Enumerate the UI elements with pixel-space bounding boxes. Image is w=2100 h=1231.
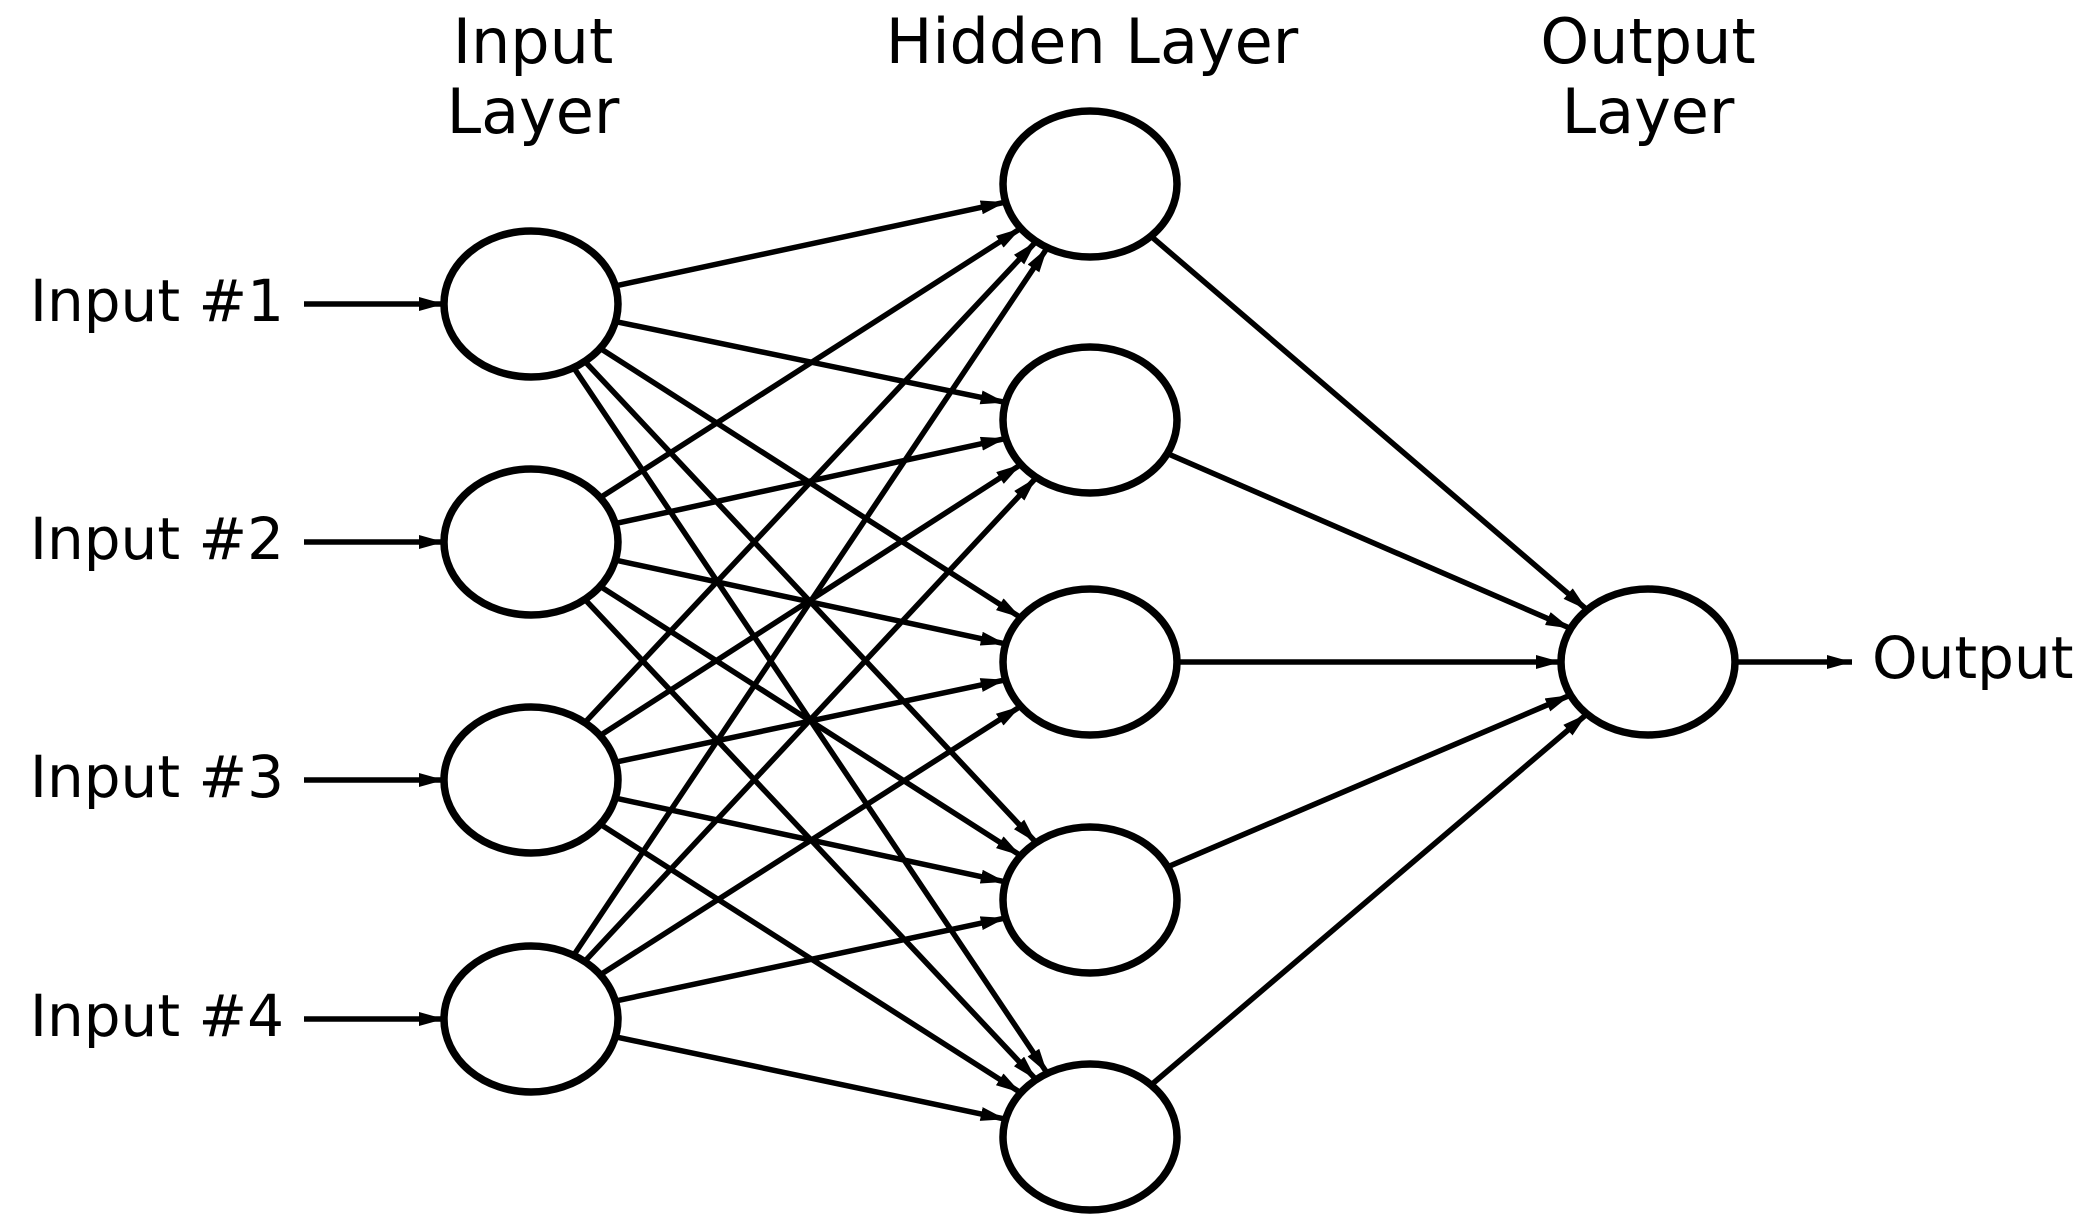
hidden-node-1 (999, 107, 1181, 261)
input-label-4: Input #4 (30, 982, 284, 1050)
input-label-1: Input #1 (30, 267, 284, 335)
edge-input-1-to-hidden-1 (614, 199, 1007, 289)
edge-input-4-to-hidden-3 (598, 703, 1023, 978)
hidden-node-3 (999, 585, 1181, 739)
input-node-1 (440, 227, 622, 381)
hidden-layer-header: Hidden Layer (886, 5, 1299, 78)
input-layer-header-line-2: Layer (447, 75, 620, 148)
edge-hidden-2-to-output-1 (1166, 450, 1572, 632)
edge-input-4-to-hidden-1 (571, 246, 1050, 957)
edge-hidden-1-to-output-1 (1149, 234, 1589, 612)
edge-input-4-to-hidden-4 (614, 915, 1007, 1004)
input-label-3: Input #3 (30, 743, 284, 811)
output-layer-header-line-2: Layer (1562, 75, 1735, 148)
hidden-node-5 (999, 1060, 1181, 1214)
hidden-node-4 (999, 823, 1181, 977)
input-layer-header-line-1: Input (453, 5, 614, 78)
hidden-layer-header-line-1: Hidden Layer (886, 5, 1299, 78)
output-node (1557, 585, 1739, 739)
edge-input-4-to-hidden-5 (614, 1034, 1007, 1122)
input-node-2 (440, 465, 622, 619)
edge-input-3-to-hidden-1 (582, 239, 1039, 725)
edge-input-2-to-hidden-1 (598, 225, 1023, 501)
edge-hidden-4-to-output-1 (1166, 692, 1572, 870)
input-label-2: Input #2 (30, 505, 284, 573)
edge-input-4-to-hidden-2 (582, 475, 1039, 964)
output-label: Output (1872, 624, 2073, 692)
output-layer-header-line-1: Output (1540, 5, 1755, 78)
hidden-node-2 (999, 343, 1181, 497)
input-node-3 (440, 703, 622, 857)
edge-hidden-5-to-output-1 (1149, 711, 1589, 1088)
input-node-4 (440, 942, 622, 1096)
